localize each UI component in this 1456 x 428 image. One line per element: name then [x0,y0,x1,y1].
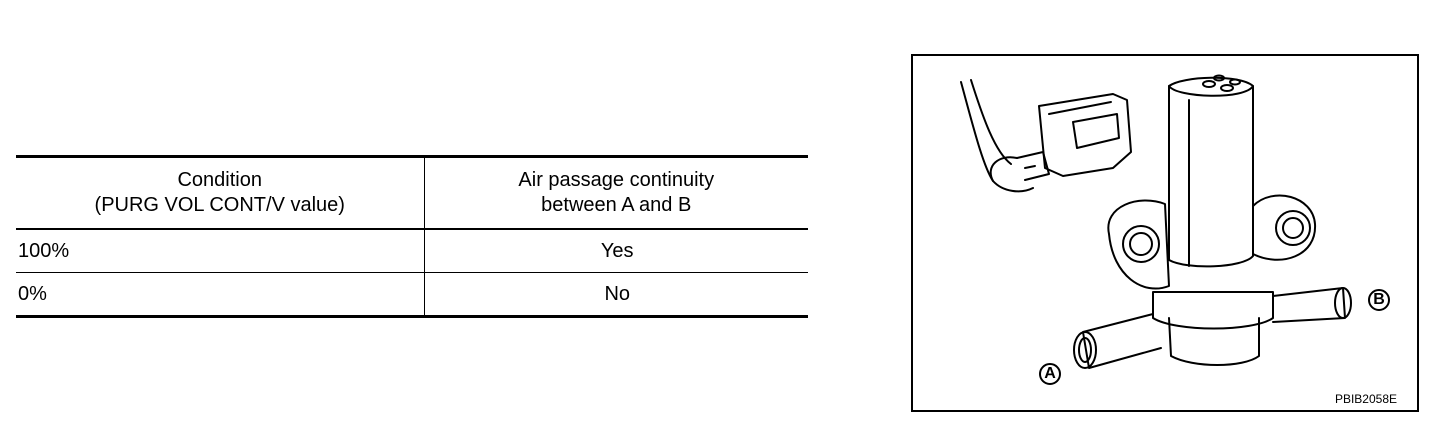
continuity-table: Condition (PURG VOL CONT/V value) Air pa… [16,155,808,318]
row-condition: 100% [16,229,424,273]
table-row: 100% Yes [16,229,808,273]
header-continuity-line1: Air passage continuity [518,169,715,191]
purge-valve-illustration [960,74,1352,369]
purge-valve-figure: A B PBIB2058E [911,54,1419,412]
row-condition: 0% [18,282,47,305]
table-header-row: Condition (PURG VOL CONT/V value) Air pa… [16,156,808,230]
port-a-label: A [1039,363,1061,385]
header-condition-line2: (PURG VOL CONT/V value) [94,194,345,216]
header-continuity-line2: between A and B [541,194,692,216]
header-continuity: Air passage continuity between A and B [423,156,808,230]
port-b-label: B [1368,289,1390,311]
table-row: 0% No [16,272,808,317]
row-result: Yes [423,229,808,273]
header-condition-line1: Condition [177,169,262,191]
header-condition: Condition (PURG VOL CONT/V value) [16,156,424,230]
figure-id: PBIB2058E [1334,392,1397,406]
row-result: No [423,272,808,317]
